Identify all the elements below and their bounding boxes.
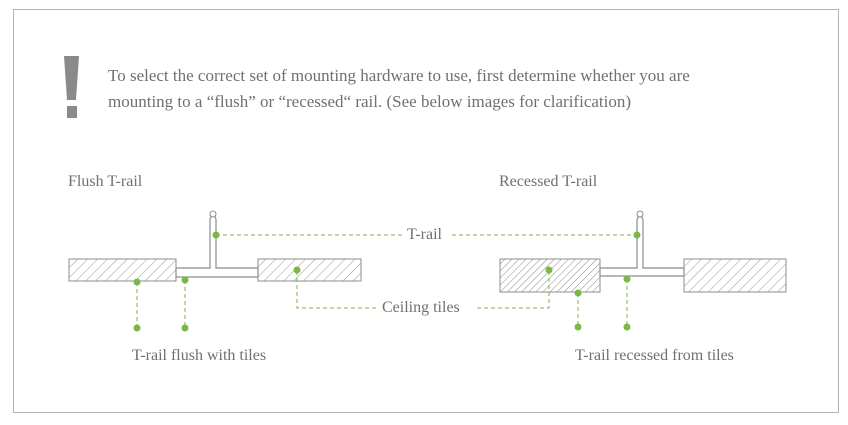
exclamation-icon (64, 56, 79, 118)
ceiling-tiles-label: Ceiling tiles (382, 299, 460, 316)
notice-line-1: To select the correct set of mounting ha… (108, 66, 690, 85)
marker-dots (133, 231, 641, 332)
flush-caption: T-rail flush with tiles (132, 347, 267, 364)
flush-trail-shape (175, 210, 259, 278)
flush-tile-right (257, 258, 362, 282)
diagram-frame (13, 9, 839, 413)
flush-tile-left (68, 258, 177, 282)
recessed-caption: T-rail recessed from tiles (575, 347, 734, 364)
recessed-tile-right (683, 258, 787, 293)
recessed-tile-left (499, 258, 601, 293)
trail-label: T-rail (407, 226, 442, 243)
recessed-title: Recessed T-rail (499, 173, 598, 190)
notice-line-2: mounting to a “flush” or “recessed“ rail… (108, 92, 632, 111)
flush-title: Flush T-rail (68, 173, 143, 190)
recessed-trail-shape (599, 210, 685, 277)
leader-lines (136, 234, 637, 328)
